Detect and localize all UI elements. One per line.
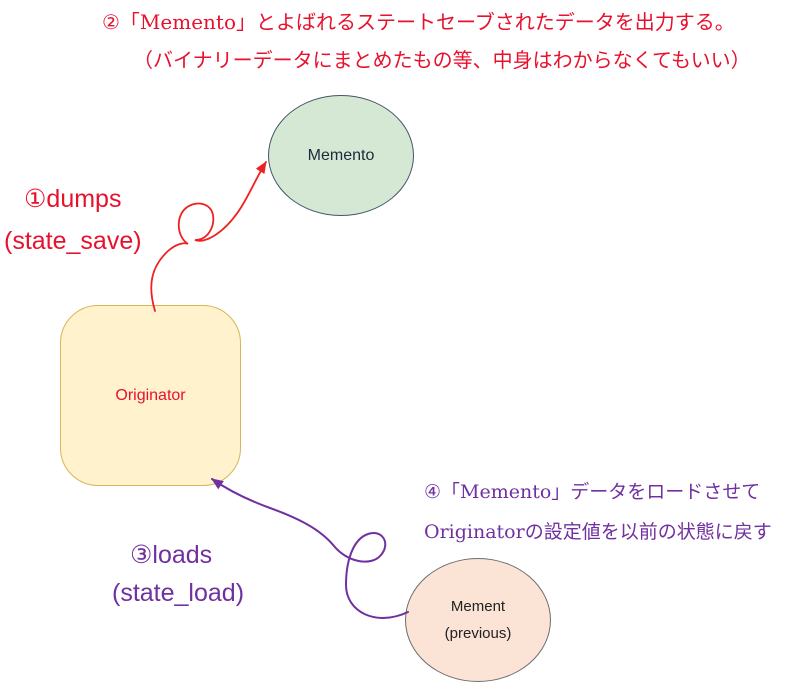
dumps-arrow — [150, 161, 267, 312]
memento-node: Memento — [268, 95, 414, 216]
step3-loads-label: ③loads — [130, 541, 213, 569]
memento-previous-node: Mement (previous) — [405, 558, 551, 682]
step4-annotation-line1: ④「Memento」データをロードさせて — [424, 481, 761, 503]
memento-previous-label-line1: Mement — [450, 598, 506, 615]
originator-node-label: Originator — [115, 386, 186, 404]
step1-dumps-label: ①dumps — [24, 185, 122, 213]
step2-annotation-line2: （バイナリーデータにまとめたもの等、中身はわからなくてもいい） — [133, 48, 751, 72]
memento-node-label: Memento — [307, 146, 375, 164]
step3-state-load-label: (state_load) — [112, 579, 245, 607]
step4-annotation-line2: Originatorの設定値を以前の状態に戻す — [424, 521, 772, 543]
step2-annotation-line1: ②「Memento」とよばれるステートセーブされたデータを出力する。 — [102, 10, 735, 34]
step1-state-save-label: (state_save) — [4, 227, 142, 255]
memento-previous-label-line2: (previous) — [444, 625, 512, 642]
originator-node: Originator — [60, 305, 241, 486]
